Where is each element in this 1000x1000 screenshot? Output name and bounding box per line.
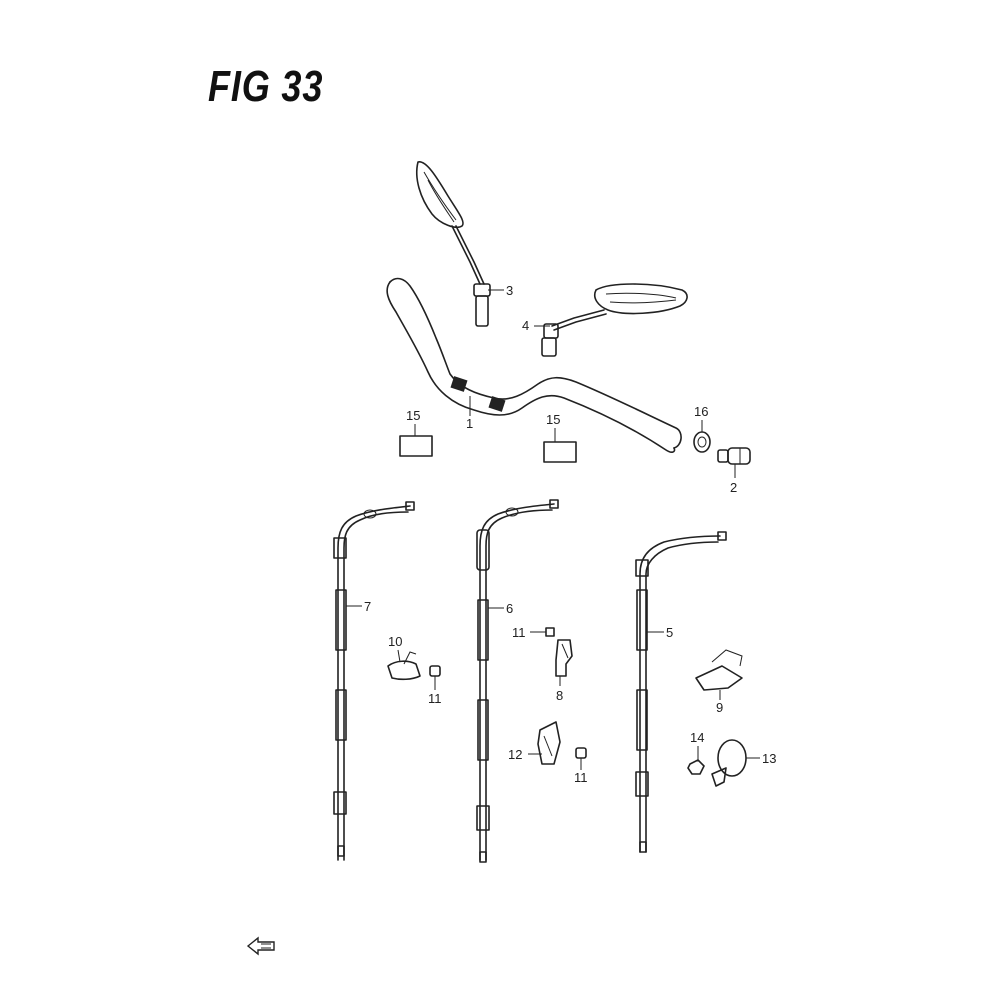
callout-3: 3 [506,283,513,298]
callout-10: 10 [388,634,402,649]
figure-title: FIG 33 [208,62,324,111]
callout-7: 7 [364,599,371,614]
label-sticker-right[interactable] [543,441,577,463]
cable-6[interactable] [476,499,559,863]
bolt-11-mid-bottom[interactable] [575,747,587,764]
clamp-8[interactable] [555,639,573,677]
callout-11-mid-bottom: 11 [574,770,588,785]
callout-12: 12 [508,747,522,762]
cable-5[interactable] [635,531,727,853]
fwd-arrow-icon [246,936,275,956]
callout-14: 14 [690,730,704,745]
handlebar[interactable] [386,277,682,453]
bolt-11-mid-top[interactable] [538,627,555,637]
nut-14[interactable] [687,759,705,775]
callout-13: 13 [762,751,776,766]
callout-9: 9 [716,700,723,715]
bracket-9[interactable] [695,649,743,691]
callout-1: 1 [466,416,473,431]
callout-2: 2 [730,480,737,495]
left-mirror[interactable] [416,161,491,327]
callout-8: 8 [556,688,563,703]
callout-16: 16 [694,404,708,419]
callout-5: 5 [666,625,673,640]
callout-11-mid-top: 11 [512,625,526,640]
cable-7[interactable] [333,501,415,861]
leader-lines [346,289,760,770]
callout-11-left: 11 [428,691,442,706]
washer[interactable] [693,431,711,453]
bolt-11-left[interactable] [429,665,441,682]
clamp-10[interactable] [387,651,421,681]
callout-4: 4 [522,318,529,333]
callout-15-right: 15 [546,412,560,427]
callout-labels: 3 4 1 15 15 16 2 7 6 5 10 11 11 8 9 12 1… [364,283,776,785]
clamp-12[interactable] [537,721,561,765]
label-sticker-left[interactable] [399,435,433,457]
clip-13[interactable] [711,739,747,787]
callout-15-left: 15 [406,408,420,423]
right-mirror[interactable] [541,283,688,357]
callout-6: 6 [506,601,513,616]
bar-end-weight[interactable] [717,447,751,465]
